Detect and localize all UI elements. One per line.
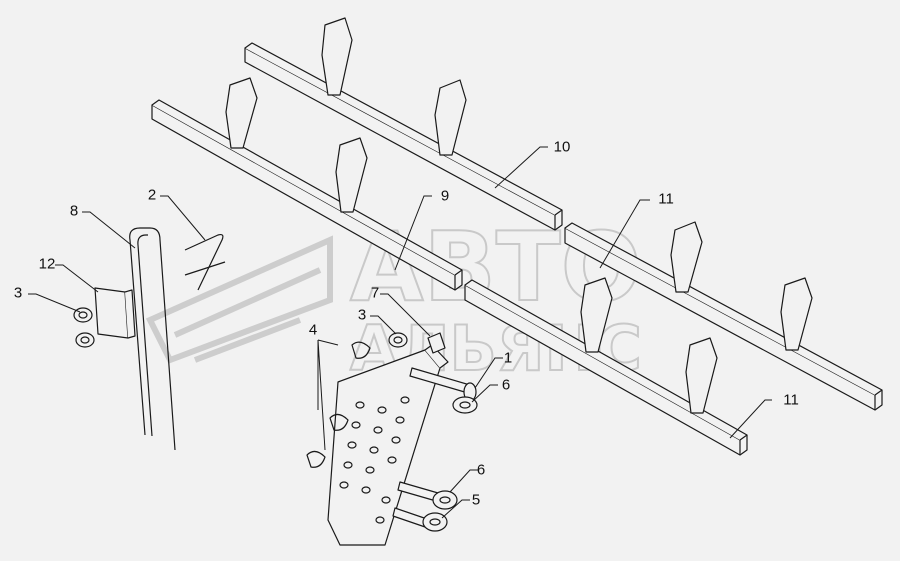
callout-11-upper: 11 <box>658 190 674 208</box>
bolt-lower <box>392 481 458 532</box>
bolt-2 <box>184 233 226 291</box>
beam-11-lower <box>464 279 748 456</box>
drawing-lines <box>73 17 883 546</box>
bracket-holes <box>339 396 410 524</box>
washer-6-upper <box>452 396 478 414</box>
watermark-logo <box>145 235 333 364</box>
callout-3-bracket: 3 <box>357 306 367 324</box>
lynch-pins-4 <box>306 341 371 468</box>
u-bolt-8 <box>129 227 176 451</box>
callout-2: 2 <box>147 186 157 204</box>
callout-6-upper: 6 <box>501 376 511 394</box>
callout-11-lower: 11 <box>783 391 799 409</box>
leader-lines <box>28 146 772 519</box>
callout-1: 1 <box>503 349 513 367</box>
callout-4: 4 <box>308 321 318 339</box>
callout-6-lower: 6 <box>476 461 486 479</box>
bolt-1 <box>409 367 477 402</box>
tines <box>225 17 813 414</box>
beam-11-upper <box>564 222 883 411</box>
callout-9: 9 <box>440 187 450 205</box>
clamp-plate-12 <box>94 287 136 339</box>
beam-10 <box>244 42 563 231</box>
callout-12: 12 <box>38 255 56 273</box>
callout-7: 7 <box>370 284 380 302</box>
bracket-plate <box>327 344 449 546</box>
callout-10: 10 <box>553 138 571 156</box>
nuts-3-left <box>73 307 95 348</box>
nut-3-bracket <box>388 332 408 348</box>
callout-3-left: 3 <box>13 284 23 302</box>
bushing-7 <box>427 332 446 354</box>
callout-8: 8 <box>69 202 79 220</box>
beam-9 <box>151 99 463 291</box>
callout-5: 5 <box>471 491 481 509</box>
